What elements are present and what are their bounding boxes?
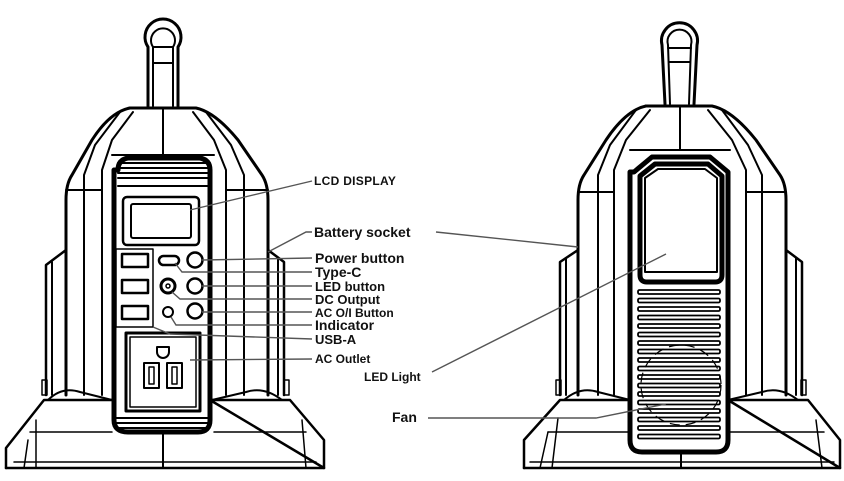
- grille-slat: [637, 382, 721, 389]
- handle-front: [143, 17, 183, 108]
- label-dc-output: DC Output: [315, 292, 380, 307]
- led-button-shape: [186, 277, 204, 295]
- label-indicator: Indicator: [315, 317, 375, 333]
- rear-view: [522, 21, 842, 470]
- leader-ac-outlet: [189, 358, 313, 361]
- grille-slat: [637, 314, 721, 321]
- fan-blade-outline: [640, 344, 722, 426]
- grille-slat: [637, 408, 721, 414]
- usb-a-port-1: [120, 252, 150, 269]
- grille-slat: [637, 391, 721, 397]
- grille-slat: [637, 323, 721, 329]
- grille-slat: [637, 289, 721, 295]
- grille-slat: [637, 306, 721, 312]
- leader-battery-socket: [267, 231, 312, 253]
- indicator-light: [162, 306, 174, 318]
- body-front: [41, 106, 290, 397]
- label-led-light: LED Light: [364, 370, 421, 384]
- grille-slat: [637, 374, 721, 380]
- led-light-panel: [637, 161, 725, 285]
- body-rear: [555, 104, 807, 397]
- base-front: [4, 389, 326, 470]
- fan-grille: [637, 289, 722, 440]
- grille-slat: [637, 297, 721, 304]
- label-ac-outlet: AC Outlet: [315, 352, 371, 366]
- front-panel: [111, 155, 213, 435]
- leader-type-c: [174, 262, 312, 273]
- grille-slat: [637, 348, 721, 355]
- grille-slat: [637, 331, 721, 338]
- label-ac-oi-button: AC O/I Button: [315, 306, 394, 320]
- usb-a-port-3: [120, 304, 150, 321]
- grille-slat: [637, 399, 721, 406]
- leader-lcd-display: [189, 180, 313, 211]
- grille-slat: [637, 425, 721, 431]
- grille-slat: [637, 416, 721, 423]
- dc-output-port: [159, 277, 177, 295]
- handle-rear: [660, 21, 699, 106]
- label-battery-socket: Battery socket: [314, 224, 411, 240]
- rear-panel: [627, 154, 731, 455]
- grille-slat: [637, 357, 721, 363]
- grille-slat: [637, 433, 721, 440]
- front-view: [4, 17, 326, 470]
- base-rear: [522, 389, 842, 470]
- ac-oi-button-shape: [186, 302, 204, 320]
- grille-slat: [637, 365, 721, 372]
- label-fan: Fan: [392, 409, 417, 425]
- leader-usb-a: [152, 326, 313, 340]
- ac-outlet-shape: [124, 331, 202, 413]
- label-power-button: Power button: [315, 250, 405, 266]
- leader-power-button: [201, 257, 313, 261]
- label-lcd-display: LCD DISPLAY: [314, 174, 397, 188]
- leader-led-light: [431, 253, 667, 373]
- label-type-c: Type-C: [315, 264, 362, 280]
- label-led-button: LED button: [315, 279, 386, 294]
- usb-a-port-2: [120, 278, 150, 295]
- lcd-display-shape: [121, 195, 201, 247]
- leader-lines: [152, 180, 667, 419]
- power-button-shape: [186, 251, 204, 269]
- label-usb-a: USB-A: [315, 332, 357, 347]
- leader-battery-socket-rear: [435, 231, 579, 248]
- grille-slat: [637, 340, 721, 346]
- leader-fan: [428, 403, 667, 419]
- leader-dc-output: [171, 291, 312, 300]
- type-c-port: [157, 254, 181, 267]
- leader-indicator: [170, 316, 312, 326]
